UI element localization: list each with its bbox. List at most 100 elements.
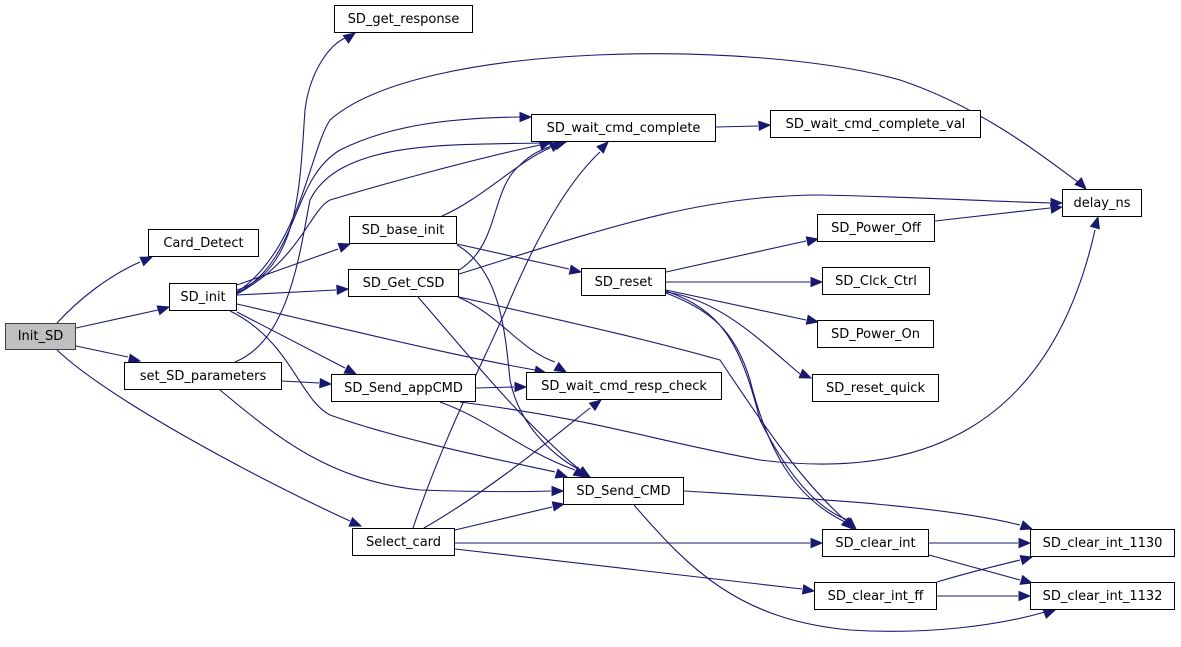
edge-sd-get-csd-to-sd-wait-cmd-resp-check: [457, 296, 556, 363]
node-sd-init[interactable]: SD_init: [169, 283, 237, 311]
edge-select-card-to-sd-clear-int-ff: [454, 548, 803, 590]
edge-sd-reset-to-sd-clear-int: [665, 290, 849, 521]
edge-set-sd-parameters-to-sd-send-appcmd: [281, 380, 320, 384]
arrowhead-sd-clear-int-1132: [1018, 590, 1032, 602]
arrowhead-sd-clck-ctrl: [810, 276, 824, 288]
edge-sd-wait-cmd-complete-to-sd-wait-cmd-complete-val: [715, 125, 759, 128]
edge-sd-init-to-sd-send-appcmd: [236, 311, 346, 369]
arrowhead-sd-clear-int-ff: [801, 584, 816, 595]
arrowhead-sd-power-on: [805, 314, 820, 325]
edge-sd-send-appcmd-to-sd-send-cmd: [439, 401, 576, 471]
arrowhead-sd-clear-int: [810, 537, 824, 549]
node-sd-reset-quick[interactable]: SD_reset_quick: [812, 374, 939, 402]
edge-sd-power-off-to-delay-ns: [934, 207, 1051, 222]
node-sd-send-cmd[interactable]: SD_Send_CMD: [563, 477, 684, 505]
node-sd-clck-ctrl[interactable]: SD_Clck_Ctrl: [822, 267, 930, 295]
arrowhead-sd-wait-cmd-resp-check: [514, 381, 528, 393]
edge-sd-init-to-delay-ns: [236, 53, 1079, 293]
edge-set-sd-parameters-to-sd-wait-cmd-complete: [234, 142, 541, 363]
edge-sd-send-cmd-to-sd-clear-int-1130: [683, 490, 1021, 526]
edge-sd-reset-to-sd-power-off: [665, 240, 807, 273]
node-sd-wait-cmd-resp-check[interactable]: SD_wait_cmd_resp_check: [526, 372, 722, 400]
arrowhead-sd-clear-int-1130: [1019, 555, 1034, 566]
arrowhead-card-detect: [139, 256, 154, 267]
node-select-card[interactable]: Select_card: [352, 528, 455, 556]
arrowhead-sd-clear-int-1130: [1018, 537, 1032, 549]
arrowhead-sd-reset: [568, 264, 583, 275]
edge-init-sd-to-sd-init: [75, 309, 159, 329]
node-sd-clear-int-ff[interactable]: SD_clear_int_ff: [814, 582, 937, 610]
arrowhead-sd-reset-quick: [798, 368, 813, 379]
arrowhead-sd-send-appcmd: [319, 377, 333, 389]
node-sd-clear-int-1132[interactable]: SD_clear_int_1132: [1030, 582, 1175, 610]
arrowhead-sd-wait-cmd-resp-check: [553, 361, 568, 373]
edge-select-card-to-sd-wait-cmd-resp-check: [423, 407, 591, 529]
edge-sd-init-to-sd-wait-cmd-complete: [236, 116, 521, 294]
arrowhead-sd-wait-cmd-complete-val: [758, 120, 772, 132]
edge-sd-send-appcmd-to-sd-wait-cmd-resp-check: [475, 386, 515, 389]
edge-select-card-to-sd-send-cmd: [454, 506, 553, 531]
arrowhead-sd-send-cmd: [572, 466, 587, 478]
edge-sd-send-cmd-to-sd-clear-int-1132: [633, 504, 1046, 632]
node-sd-get-csd[interactable]: SD_Get_CSD: [348, 269, 459, 297]
edge-init-sd-to-card-detect: [56, 261, 141, 324]
node-sd-wait-cmd-complete[interactable]: SD_wait_cmd_complete: [531, 114, 716, 142]
edge-sd-init-to-sd-base-init: [236, 248, 339, 286]
edge-sd-get-csd-to-sd-wait-cmd-complete: [458, 144, 556, 271]
edge-init-sd-to-select-card: [56, 349, 351, 522]
arrowhead-sd-get-response: [342, 32, 357, 44]
edge-set-sd-parameters-to-sd-send-cmd: [219, 389, 552, 493]
arrowhead-delay-ns: [1074, 177, 1087, 190]
arrowhead-sd-power-off: [805, 236, 820, 247]
arrowhead-sd-clear-int-1132: [1042, 609, 1057, 620]
edge-sd-send-appcmd-to-delay-ns: [459, 229, 1096, 465]
arrowhead-sd-clear-int: [840, 517, 854, 530]
edge-sd-base-init-to-sd-send-cmd: [456, 244, 581, 471]
arrowhead-sd-clear-int-1130: [1019, 520, 1034, 531]
edge-sd-clear-int-ff-to-sd-clear-int-1130: [936, 559, 1021, 583]
node-init-sd: Init_SD: [5, 323, 76, 350]
arrowhead-sd-wait-cmd-resp-check: [588, 399, 603, 412]
edge-init-sd-to-set-sd-parameters: [75, 345, 129, 358]
node-set-sd-parameters[interactable]: set_SD_parameters: [124, 362, 282, 390]
node-sd-power-off[interactable]: SD_Power_Off: [817, 214, 935, 242]
arrowhead-sd-base-init: [337, 242, 352, 253]
node-sd-get-response[interactable]: SD_get_response: [334, 5, 473, 33]
arrowhead-delay-ns: [1089, 215, 1100, 230]
edge-sd-reset-to-sd-power-on: [665, 289, 807, 321]
node-sd-send-appcmd[interactable]: SD_Send_appCMD: [331, 374, 476, 402]
edge-sd-clear-int-to-sd-clear-int-1132: [928, 554, 1021, 581]
node-sd-clear-int-1130[interactable]: SD_clear_int_1130: [1030, 529, 1175, 557]
node-sd-power-on[interactable]: SD_Power_On: [817, 320, 934, 348]
edge-sd-reset-to-sd-clear-int: [665, 292, 846, 523]
edge-sd-get-csd-to-delay-ns: [458, 194, 1051, 275]
node-sd-base-init[interactable]: SD_base_init: [349, 216, 457, 244]
arrowhead-sd-init: [156, 305, 171, 316]
node-delay-ns[interactable]: delay_ns: [1062, 189, 1142, 217]
edge-sd-get-csd-to-sd-clear-int: [458, 296, 846, 521]
arrowhead-sd-wait-cmd-complete: [519, 111, 533, 123]
edge-sd-reset-to-sd-reset-quick: [665, 291, 801, 375]
edge-sd-init-to-sd-get-csd: [236, 289, 337, 296]
arrowhead-delay-ns: [1049, 203, 1064, 214]
arrowhead-sd-clear-int-1132: [1019, 574, 1034, 585]
arrowhead-sd-send-appcmd: [343, 364, 358, 375]
edge-select-card-to-sd-wait-cmd-complete: [412, 151, 601, 529]
arrowhead-sd-get-csd: [336, 284, 350, 296]
arrowhead-select-card: [348, 516, 363, 527]
node-sd-reset[interactable]: SD_reset: [581, 268, 666, 296]
edge-sd-init-to-sd-wait-cmd-complete: [236, 144, 541, 295]
arrowhead-sd-send-cmd: [551, 485, 565, 497]
node-sd-wait-cmd-complete-val[interactable]: SD_wait_cmd_complete_val: [770, 110, 981, 138]
edge-sd-get-csd-to-sd-send-cmd: [417, 296, 581, 471]
arrowhead-sd-wait-cmd-complete: [596, 141, 609, 154]
edge-sd-init-to-sd-get-response: [236, 37, 346, 291]
arrowhead-sd-send-cmd: [551, 501, 566, 512]
arrowhead-sd-send-cmd: [554, 468, 569, 479]
node-sd-clear-int[interactable]: SD_clear_int: [822, 529, 929, 557]
edge-sd-base-init-to-sd-wait-cmd-complete: [441, 147, 551, 217]
node-card-detect[interactable]: Card_Detect: [148, 229, 259, 257]
edge-sd-init-to-sd-send-cmd: [229, 310, 556, 473]
